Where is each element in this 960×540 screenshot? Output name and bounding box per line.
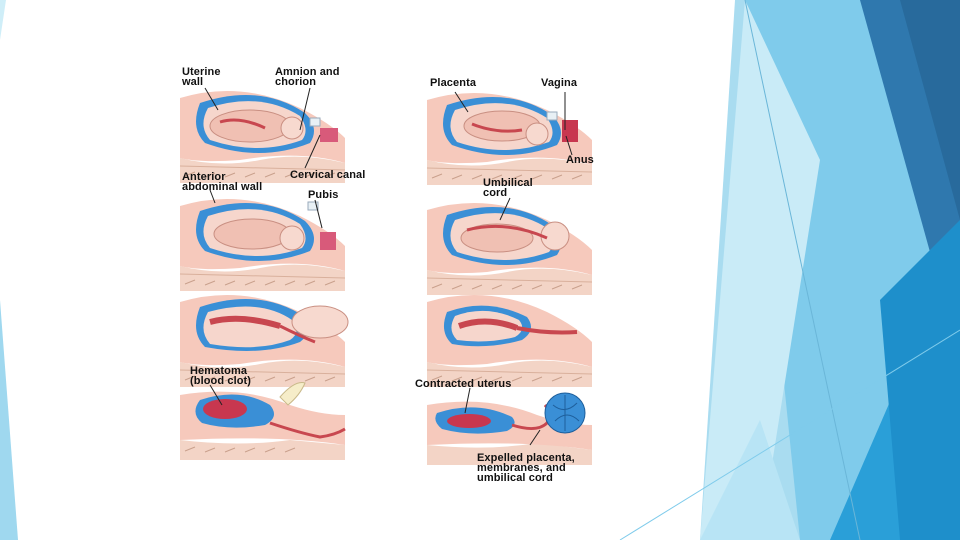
label-amnion-chorion: Amnion and chorion [275,67,340,87]
panel-stage-4 [427,203,592,295]
label-cervical-canal: Cervical canal [290,170,365,180]
label-umbilical-cord: Umbilical cord [483,178,533,198]
label-contracted-uterus: Contracted uterus [415,379,511,389]
label-anus: Anus [566,155,594,165]
label-vagina: Vagina [541,78,577,88]
panel-stage-6 [427,295,592,387]
label-expelled-placenta: Expelled placenta, membranes, and umbili… [477,453,575,483]
label-hematoma: Hematoma (blood clot) [190,366,251,386]
panel-stage-3 [180,199,345,291]
label-pubis: Pubis [308,190,338,200]
label-uterine-wall: Uterine wall [182,67,221,87]
label-placenta: Placenta [430,78,476,88]
panel-stage-7 [180,383,345,460]
label-anterior-abdominal-wall: Anterior abdominal wall [182,172,262,192]
